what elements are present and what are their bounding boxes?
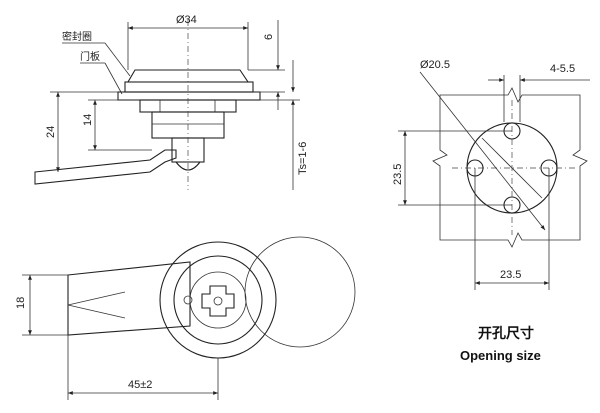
label-door-panel: 门板: [80, 50, 100, 63]
opening-title-en: Opening size: [460, 348, 541, 363]
cam-arm: [67, 261, 191, 336]
dim-total-height: 24: [45, 126, 57, 138]
dim-cam-length: 45±2: [128, 379, 152, 391]
label-seal: 密封圈: [62, 30, 92, 43]
lock-head-inner: [173, 255, 263, 345]
lock-head-outer: [159, 241, 277, 359]
lock-flange: [124, 81, 254, 93]
shaft-end: [175, 161, 201, 171]
dim-top-diameter: Ø34: [176, 14, 197, 26]
rivet-dot: [183, 295, 193, 305]
dim-notch-width: 4-5.5: [550, 63, 575, 75]
opening-size-view: Ø20.5 4-5.5 23.5 23.5 开孔尺寸 Opening size: [392, 59, 590, 363]
dim-panel-thickness: Ts=1-6: [297, 142, 309, 175]
dim-hole-diameter: Ø20.5: [420, 59, 450, 71]
opening-title-cn: 开孔尺寸: [478, 325, 534, 342]
cross-keyhole: [201, 285, 235, 317]
front-view: 18 45±2: [15, 236, 356, 400]
lock-cam: [34, 149, 177, 185]
dim-flange-height: 6: [263, 34, 275, 40]
door-panel-line: [117, 91, 261, 101]
dim-opening-horizontal: 23.5: [500, 269, 521, 281]
panel-plate: [432, 87, 588, 248]
dim-opening-vertical: 23.5: [392, 164, 404, 185]
side-view: Ø34 6 Ts=1-6 14 24 密封圈 门板: [34, 14, 309, 190]
dim-cam-width: 18: [15, 297, 27, 309]
dim-body-height: 14: [82, 114, 94, 126]
